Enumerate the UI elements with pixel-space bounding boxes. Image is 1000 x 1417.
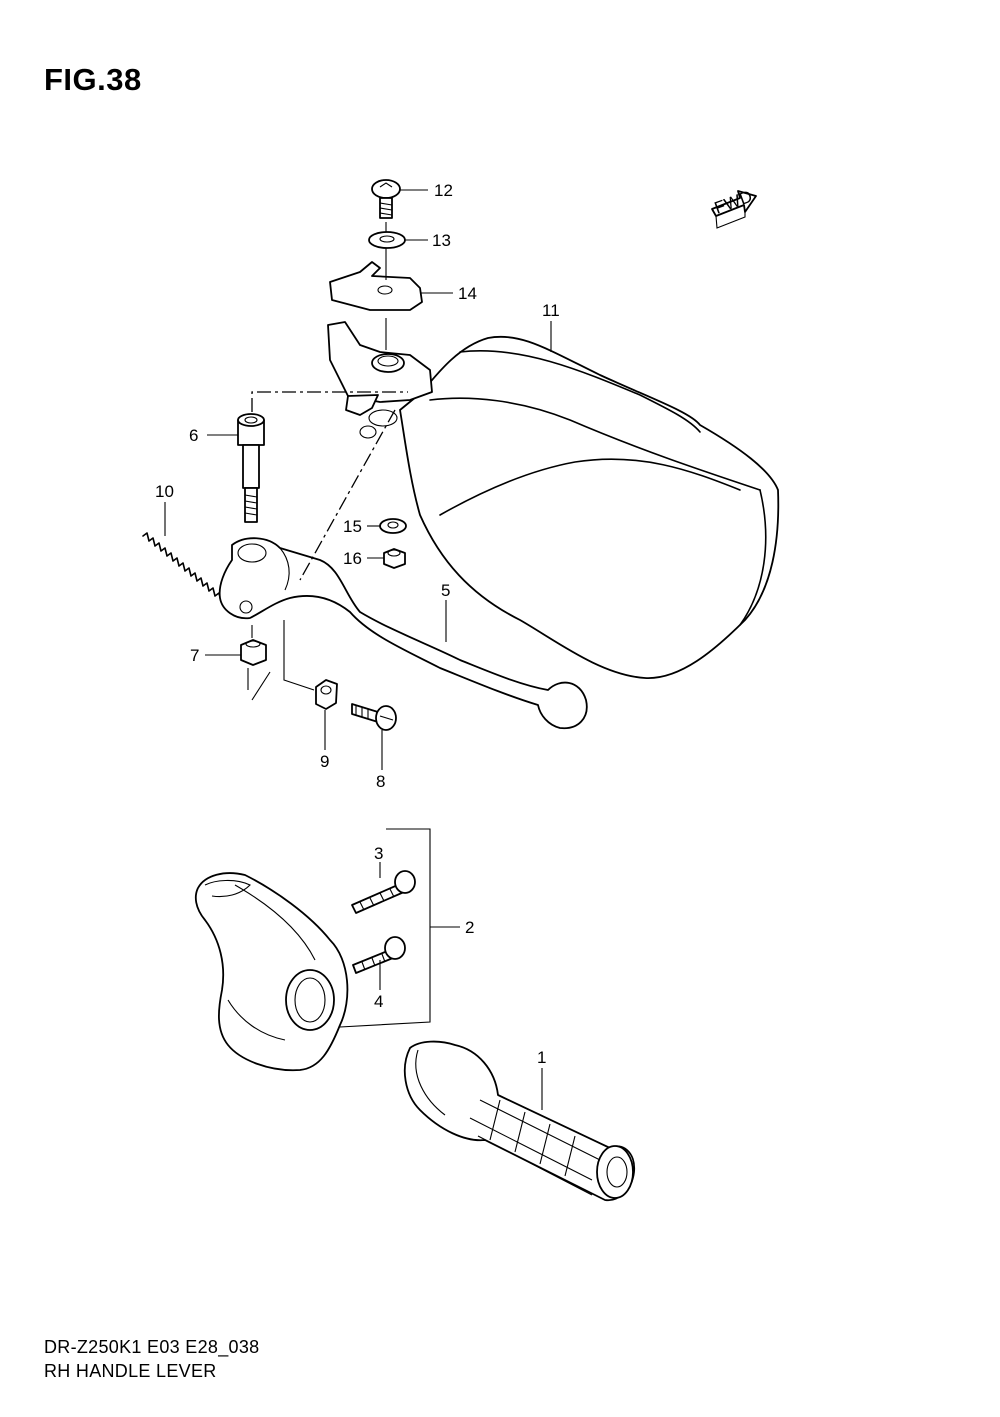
callout-13: 13 <box>432 231 451 250</box>
callout-11: 11 <box>542 301 560 320</box>
callout-3: 3 <box>374 844 383 863</box>
hand-guard-icon <box>399 335 780 679</box>
throttle-housing-icon <box>194 872 349 1072</box>
nut-icon <box>240 639 267 666</box>
screw-icon <box>351 870 416 914</box>
callout-16: 16 <box>343 549 362 568</box>
pivot-bolt-icon <box>237 413 265 523</box>
fwd-label: FWD <box>712 187 755 218</box>
callout-10: 10 <box>155 482 174 501</box>
callout-14: 14 <box>458 284 477 303</box>
fwd-arrow-icon: FWD <box>711 187 757 229</box>
callout-8: 8 <box>376 772 385 791</box>
callout-9: 9 <box>320 752 329 771</box>
grip-icon <box>403 1040 635 1202</box>
callout-5: 5 <box>441 581 450 600</box>
diagram-name: RH HANDLE LEVER <box>44 1361 217 1381</box>
mount-bracket-icon <box>327 321 433 439</box>
callout-6: 6 <box>189 426 198 445</box>
nut-icon <box>315 679 338 710</box>
callout-2: 2 <box>465 918 474 937</box>
leader-lines <box>164 189 552 1110</box>
figure-title: FIG.38 <box>44 62 142 97</box>
callout-4: 4 <box>374 992 383 1011</box>
diagram-code: DR-Z250K1 E03 E28_038 <box>44 1337 260 1357</box>
screw-icon <box>351 703 397 731</box>
nut-icon <box>383 548 406 569</box>
callout-12: 12 <box>434 181 453 200</box>
screw-icon <box>352 936 406 974</box>
callout-15: 15 <box>343 517 362 536</box>
bracket-icon <box>329 261 423 311</box>
screw-icon <box>371 179 401 219</box>
washer-icon <box>379 518 407 534</box>
callout-7: 7 <box>190 646 199 665</box>
brake-lever-icon <box>218 537 588 730</box>
washer-icon <box>368 231 406 249</box>
callout-1: 1 <box>537 1048 546 1067</box>
